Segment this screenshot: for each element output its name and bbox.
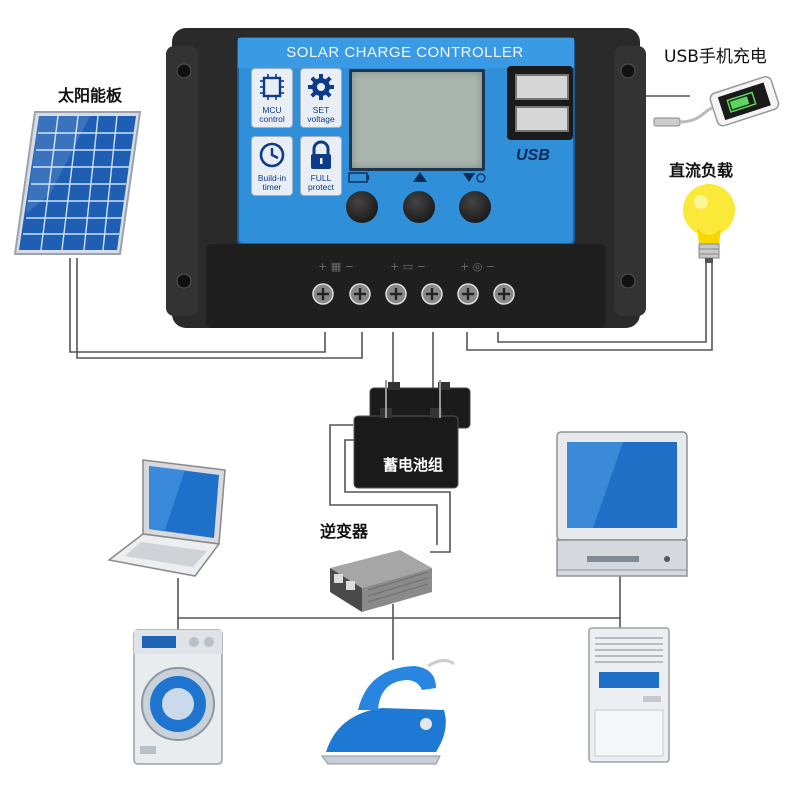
laptop-icon <box>107 459 226 577</box>
set-voltage-caption: SET voltage <box>307 105 335 124</box>
up-knob-button[interactable] <box>403 191 435 223</box>
wire-load-negative <box>497 262 707 343</box>
up-arrow-indicator-icon <box>413 172 427 182</box>
usb-port-2[interactable] <box>515 106 569 132</box>
washing-machine-icon <box>133 629 223 765</box>
build-in-timer-button[interactable]: Build-in timer <box>251 136 293 196</box>
screw-solar-negative-icon <box>349 283 371 305</box>
indicator-icons <box>348 172 486 183</box>
svg-text:+ ◎ −: + ◎ − <box>460 260 495 273</box>
down-arrow-indicator-icon <box>463 173 486 183</box>
screw-battery-negative-icon <box>421 283 443 305</box>
usb-charging-label: USB手机充电 <box>664 47 767 67</box>
set-voltage-button[interactable]: SET voltage <box>300 68 342 128</box>
svg-text:+ ▭ −: + ▭ − <box>390 260 426 273</box>
solar-panel-icon <box>13 111 142 255</box>
controller-title: SOLAR CHARGE CONTROLLER <box>286 44 524 61</box>
lcd-display <box>349 69 485 171</box>
chip-icon <box>260 74 284 100</box>
full-protect-caption: FULL protect <box>308 173 334 192</box>
screw-battery-positive-icon <box>385 283 407 305</box>
usb-port-1[interactable] <box>515 74 569 100</box>
clock-icon <box>259 142 285 168</box>
inverter-icon <box>330 550 432 612</box>
air-conditioner-icon <box>588 627 670 763</box>
wire-ac-bus <box>177 568 621 619</box>
battery-label: 蓄电池组 <box>382 456 443 474</box>
build-in-timer-caption: Build-in timer <box>257 173 287 192</box>
wire-load-positive <box>466 262 713 351</box>
lock-icon <box>311 140 331 169</box>
terminal-screws <box>312 283 515 305</box>
usb-logo: USB <box>516 147 550 164</box>
screw-solar-positive-icon <box>312 283 334 305</box>
wire-solar-positive <box>69 258 326 353</box>
wire-solar-negative <box>76 258 363 359</box>
gear-icon <box>308 74 334 100</box>
wire-battery-inverter-a <box>329 424 438 545</box>
screw-load-positive-icon <box>457 283 479 305</box>
solar-panel-label: 太阳能板 <box>58 86 123 105</box>
monitor-icon <box>556 431 688 577</box>
dc-load-label: 直流负载 <box>669 161 734 180</box>
battery-bank-icon <box>353 380 471 489</box>
inverter-label: 逆变器 <box>320 522 369 541</box>
menu-knob-button[interactable] <box>346 191 378 223</box>
phone-charging-icon <box>653 76 780 127</box>
down-knob-button[interactable] <box>459 191 491 223</box>
mcu-control-caption: MCU control <box>259 105 285 124</box>
clothes-iron-icon <box>321 659 455 765</box>
battery-indicator-icon <box>348 172 369 183</box>
light-bulb-icon <box>683 184 735 263</box>
mcu-control-button[interactable]: MCU control <box>251 68 293 128</box>
svg-text:+ ▦ −: + ▦ − <box>318 260 354 273</box>
screw-load-negative-icon <box>493 283 515 305</box>
wire-battery-inverter-b <box>344 439 451 553</box>
full-protect-button[interactable]: FULL protect <box>300 136 342 196</box>
